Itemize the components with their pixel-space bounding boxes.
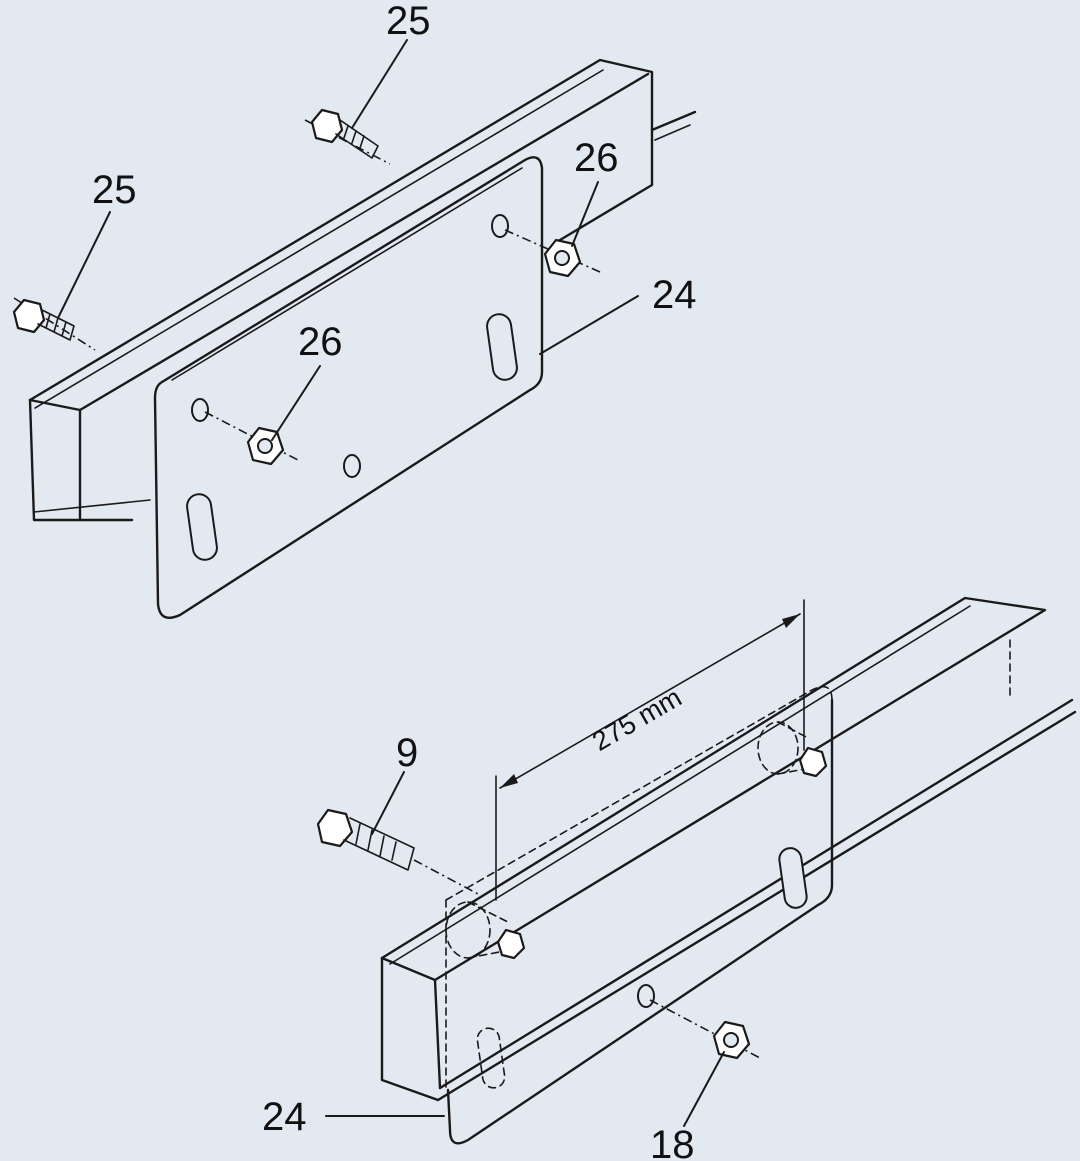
upper-plate-hole-1 <box>491 214 509 238</box>
callout-nut-upper-center: 26 <box>298 320 343 364</box>
upper-assembly: 25 25 26 26 24 <box>12 0 697 619</box>
lower-nut <box>649 999 761 1060</box>
upper-splice-plate <box>153 156 544 619</box>
lower-plate-hole <box>637 984 655 1008</box>
callout-nut-upper-right: 26 <box>574 136 619 180</box>
callout-bolt-lower: 9 <box>396 731 418 775</box>
upper-channel-rail <box>28 58 697 522</box>
upper-plate-hole-3 <box>343 454 361 478</box>
lower-channel-rail <box>380 596 1077 1102</box>
lower-splice-plate <box>445 685 834 1145</box>
lower-assembly: 275 mm 9 24 18 <box>262 596 1077 1161</box>
lower-plate-slot-right <box>778 847 808 909</box>
upper-plate-slot-left <box>186 493 218 561</box>
lower-nut-near-inside <box>496 928 526 960</box>
callout-nut-lower: 18 <box>650 1123 695 1161</box>
upper-bolt-left <box>12 298 75 341</box>
lower-bolt <box>316 808 481 896</box>
upper-nut-right <box>543 238 582 278</box>
dimension-275: 275 mm <box>495 599 805 901</box>
dimension-label: 275 mm <box>587 682 686 757</box>
upper-bolt-top <box>310 108 379 159</box>
callout-plate-upper: 24 <box>652 273 697 317</box>
upper-plate-hole-2 <box>191 398 209 422</box>
lower-nut-far-inside <box>798 746 828 778</box>
upper-plate-slot-right <box>486 313 518 381</box>
lower-plate-slot-left <box>476 1027 506 1089</box>
upper-nut-center <box>246 426 285 466</box>
callout-bolt-top: 25 <box>386 0 431 43</box>
callout-plate-lower: 24 <box>262 1095 307 1139</box>
callout-bolt-left: 25 <box>92 168 137 212</box>
